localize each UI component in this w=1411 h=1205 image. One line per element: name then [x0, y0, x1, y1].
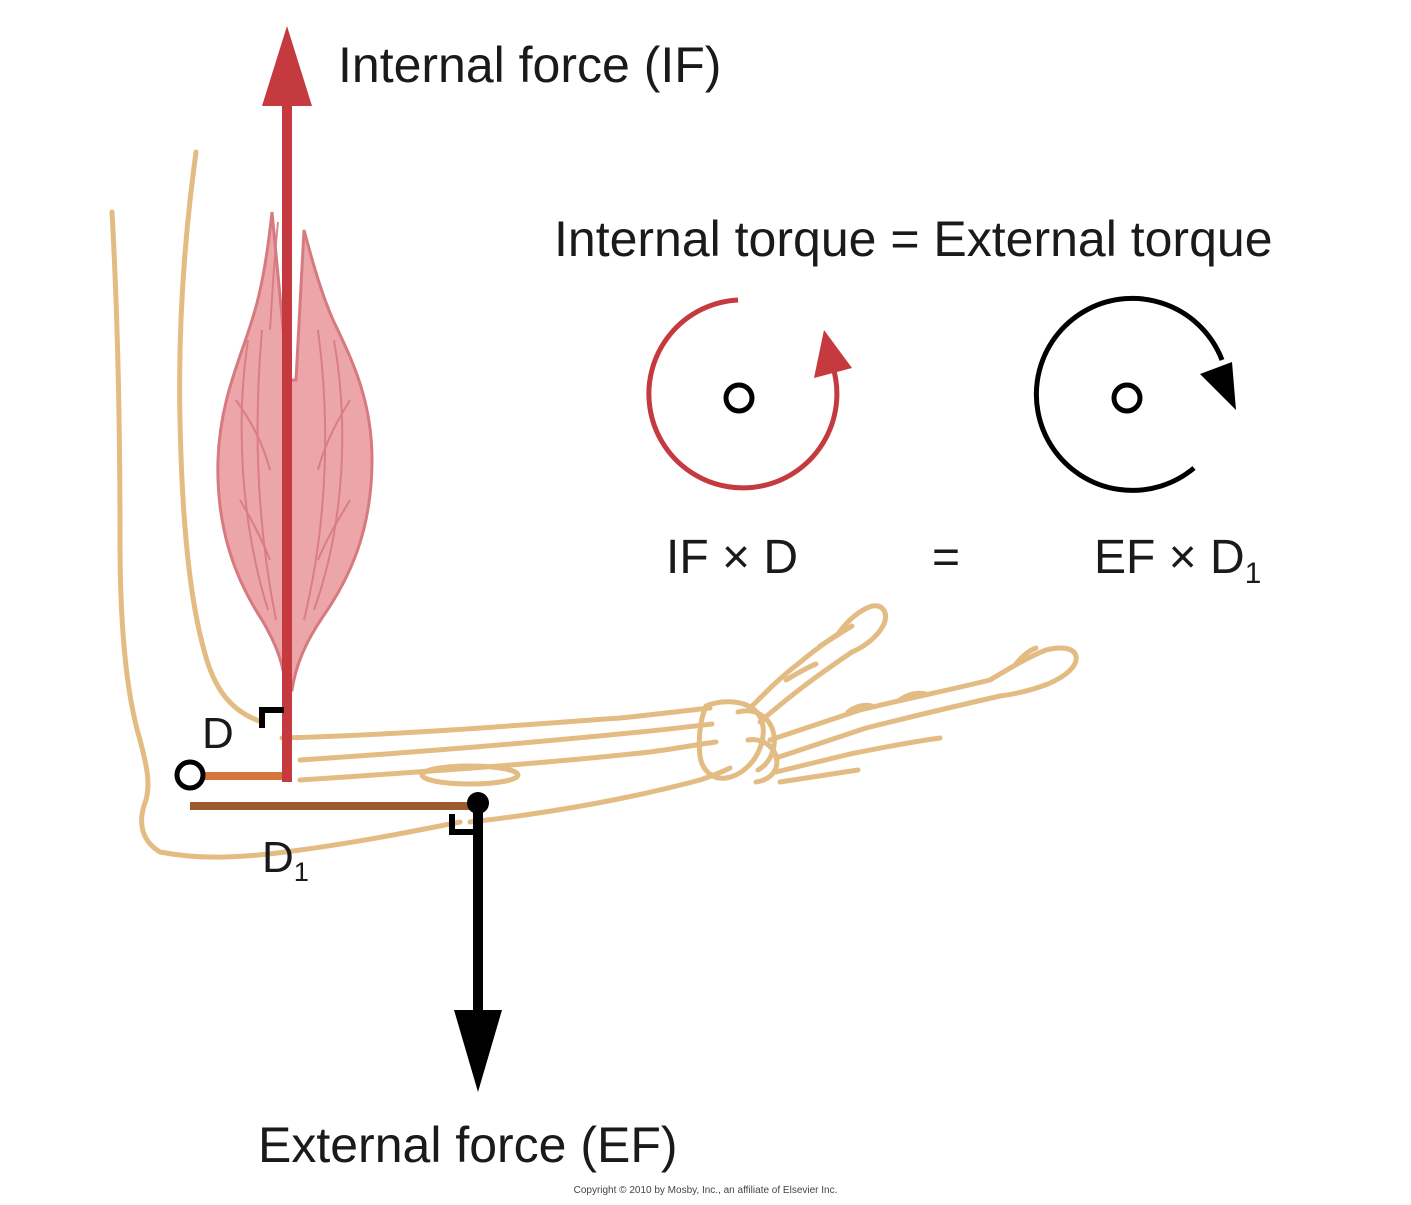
external-force-arrow: [454, 792, 502, 1092]
internal-force-label: Internal force (IF): [338, 37, 722, 93]
upper-arm-outline: [109, 149, 463, 860]
internal-torque-rotation-arrow: [646, 297, 852, 491]
elbow-axis-circle: [174, 759, 206, 791]
internal-force-arrow: [262, 26, 312, 782]
forearm-bones: [279, 603, 1079, 825]
formula-equals: =: [932, 531, 961, 584]
d1-label-subscript: 1: [293, 855, 309, 887]
copyright-notice: Copyright © 2010 by Mosby, Inc., an affi…: [573, 1185, 838, 1196]
formula-right: EF × D1: [1094, 531, 1261, 588]
right-angle-mark-d: [259, 707, 284, 728]
formula-right-subscript: 1: [1244, 556, 1262, 590]
d1-label: D1: [262, 833, 309, 885]
d-label: D: [202, 709, 234, 758]
external-torque-rotation-arrow: [1033, 295, 1236, 493]
formula-right-base: EF × D: [1094, 531, 1245, 584]
external-force-label: External force (EF): [258, 1117, 678, 1173]
torque-equation-label: Internal torque = External torque: [554, 211, 1273, 267]
formula-left: IF × D: [666, 531, 799, 584]
d1-label-base: D: [262, 833, 294, 882]
right-angle-mark-d1: [449, 814, 474, 835]
biceps-muscle: [216, 211, 374, 692]
